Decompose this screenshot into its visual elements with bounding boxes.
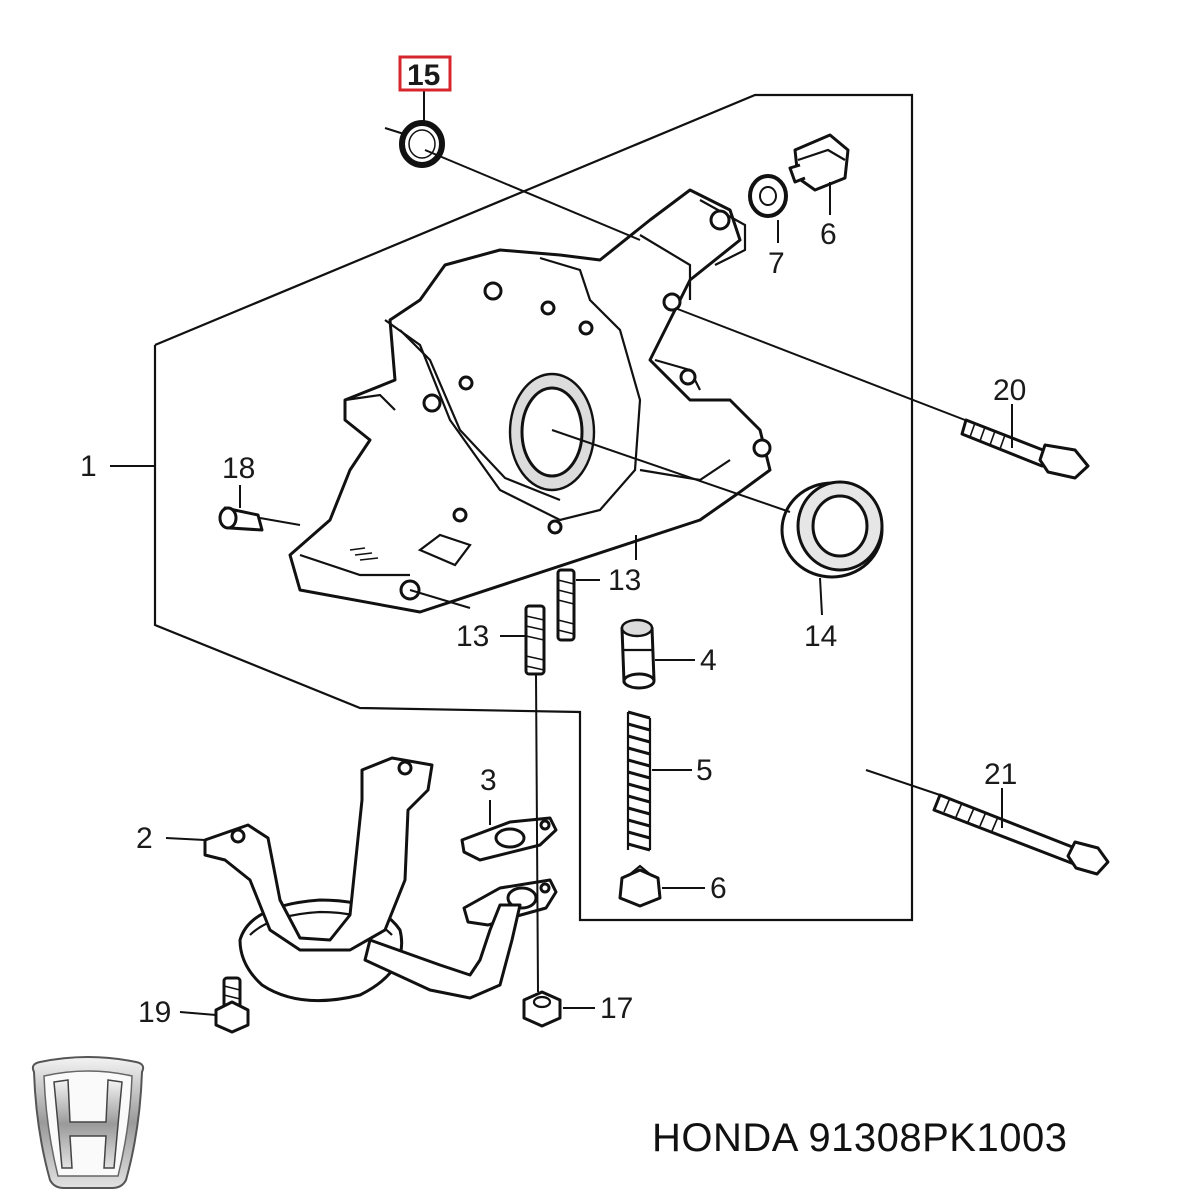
oil-pump-housing xyxy=(288,188,772,614)
part-caption: HONDA 91308PK1003 xyxy=(652,1116,1067,1161)
relief-valve-4 xyxy=(620,618,656,690)
callout-7: 7 xyxy=(768,247,785,280)
callout-17: 17 xyxy=(600,992,633,1025)
brand-name: HONDA xyxy=(652,1116,797,1160)
dowel-pin-18 xyxy=(218,506,264,532)
honda-logo-icon xyxy=(31,1056,145,1189)
highlight-box-15 xyxy=(398,55,452,92)
callout-13-left: 13 xyxy=(456,620,489,653)
gasket-3 xyxy=(460,816,558,862)
callout-1: 1 xyxy=(80,450,97,483)
stud-bolt-13-left xyxy=(524,604,546,676)
bolt-20 xyxy=(960,418,1090,480)
callout-15: 15 xyxy=(407,59,440,92)
callout-13-right: 13 xyxy=(608,564,641,597)
o-ring-15 xyxy=(399,120,445,168)
assembly-bracket-outline xyxy=(153,93,914,922)
callout-5: 5 xyxy=(696,754,713,787)
callout-3: 3 xyxy=(480,764,497,797)
part-number: 91308PK1003 xyxy=(808,1116,1068,1160)
callout-21: 21 xyxy=(984,758,1017,791)
callout-2: 2 xyxy=(136,822,153,855)
callout-19: 19 xyxy=(138,996,171,1029)
assembly-guide-lines xyxy=(259,127,966,993)
relief-spring-5 xyxy=(626,710,652,852)
oil-strainer-2 xyxy=(203,756,522,1003)
oil-seal-14 xyxy=(780,480,884,579)
leader-lines xyxy=(110,90,1013,1016)
callout-6-bottom: 6 xyxy=(710,872,727,905)
callout-14: 14 xyxy=(804,620,837,653)
callout-20: 20 xyxy=(993,374,1026,407)
callout-4: 4 xyxy=(700,644,717,677)
sealing-bolt-6-bottom xyxy=(618,864,662,908)
flange-bolt-19 xyxy=(214,976,250,1034)
pickup-flange xyxy=(462,878,558,927)
stud-bolt-13-right xyxy=(556,568,576,642)
plug-bolt-6-top xyxy=(788,133,850,192)
callout-18: 18 xyxy=(222,452,255,485)
washer-7 xyxy=(748,174,788,218)
callout-6-top: 6 xyxy=(820,218,837,251)
flange-nut-17 xyxy=(522,990,562,1028)
bolt-21 xyxy=(932,793,1110,876)
